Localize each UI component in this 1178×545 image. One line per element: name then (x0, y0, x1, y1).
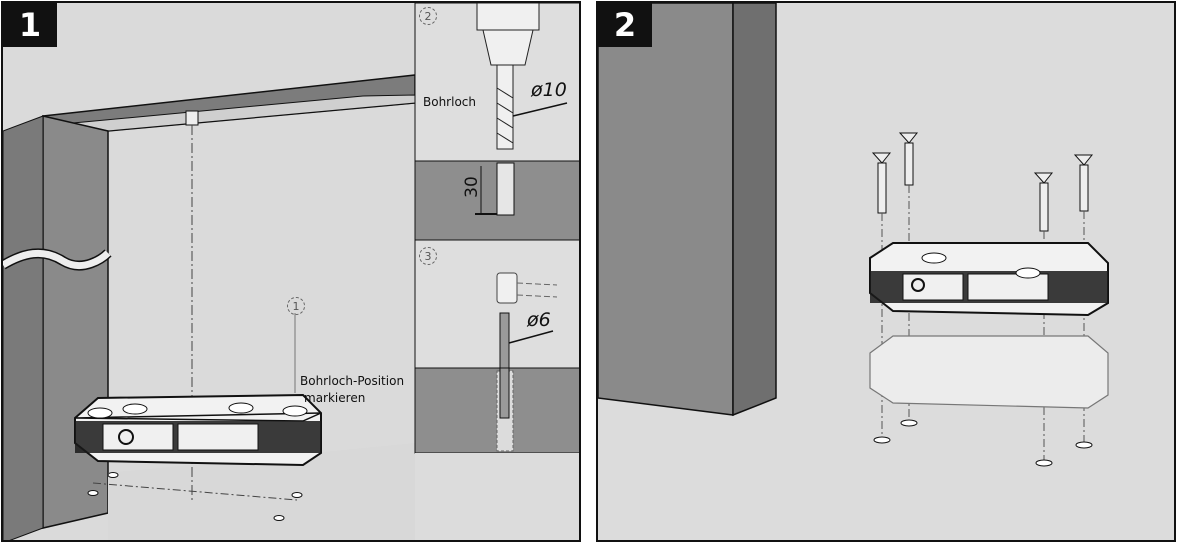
step-2-illustration (598, 3, 1109, 467)
mark-label-line1: Bohrloch-Position (300, 374, 405, 388)
callout-1: 1 (287, 297, 305, 315)
wall-pillar (598, 3, 734, 416)
base-outline (869, 335, 1109, 409)
door-frame-jamb (42, 115, 109, 529)
step-2-panel: 2 (596, 1, 1176, 542)
drill-diameter: ø10 (531, 79, 567, 101)
screws (871, 132, 1094, 232)
step-1-panel: 1 (1, 1, 581, 542)
mounting-plate (869, 242, 1109, 317)
step-number-badge: 1 (3, 3, 57, 47)
mounting-plate (74, 393, 322, 467)
step-number-badge: 2 (598, 3, 652, 47)
callout-3: 3 (419, 247, 437, 265)
callout-2: 2 (419, 7, 437, 25)
drill-depth: 30 (461, 176, 482, 198)
dowel-diameter: ø6 (527, 309, 551, 331)
drill-hole-label: Bohrloch (423, 95, 476, 109)
step-1-illustration (3, 3, 579, 540)
mark-label-line2: markieren (304, 391, 366, 405)
